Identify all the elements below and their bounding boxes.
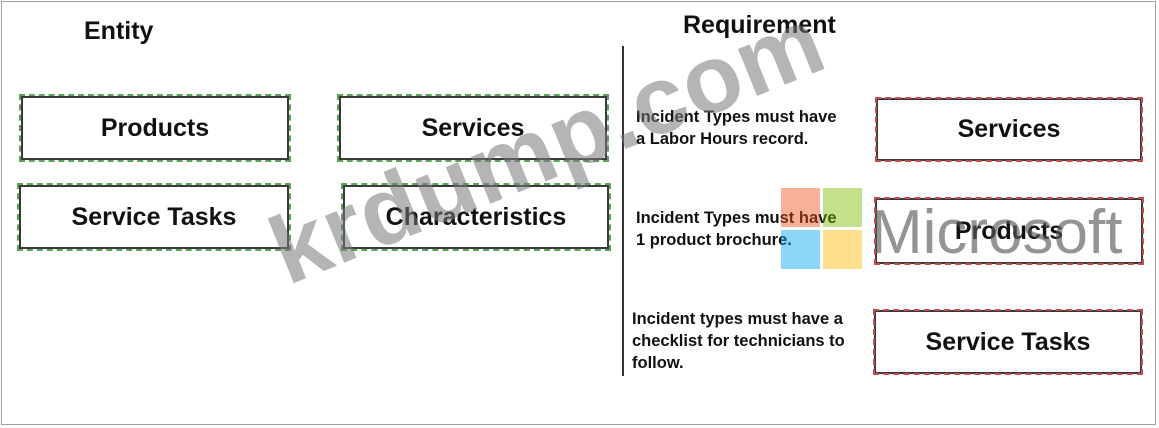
entity-heading: Entity	[84, 17, 154, 45]
requirement-2-line-1: Incident Types must have	[636, 209, 837, 227]
requirement-1-text: Incident Types must have a Labor Hours r…	[636, 106, 837, 150]
entity-services[interactable]: Services	[337, 94, 609, 162]
requirement-1-line-2: a Labor Hours record.	[636, 130, 809, 148]
requirement-3-line-2: checklist for technicians to	[632, 332, 845, 350]
requirement-1-line-1: Incident Types must have	[636, 108, 837, 126]
answer-slot-2[interactable]: Products	[874, 197, 1144, 265]
requirement-heading: Requirement	[683, 11, 836, 39]
entity-characteristics[interactable]: Characteristics	[341, 183, 611, 251]
requirement-3-line-1: Incident types must have a	[632, 310, 843, 328]
logo-square-yellow	[823, 230, 862, 269]
column-divider	[622, 46, 624, 376]
answer-slot-3[interactable]: Service Tasks	[873, 309, 1143, 375]
requirement-2-line-2: 1 product brochure.	[636, 231, 792, 249]
requirement-3-line-3: follow.	[632, 354, 684, 372]
entity-service-tasks[interactable]: Service Tasks	[17, 183, 291, 251]
logo-square-red	[781, 188, 820, 227]
requirement-2-text: Incident Types must have 1 product broch…	[636, 207, 837, 251]
entity-products[interactable]: Products	[19, 94, 291, 162]
logo-square-blue	[781, 230, 820, 269]
requirement-3-text: Incident types must have a checklist for…	[632, 308, 845, 374]
microsoft-logo-icon	[781, 188, 863, 270]
answer-slot-1[interactable]: Services	[875, 97, 1143, 162]
logo-square-green	[823, 188, 862, 227]
